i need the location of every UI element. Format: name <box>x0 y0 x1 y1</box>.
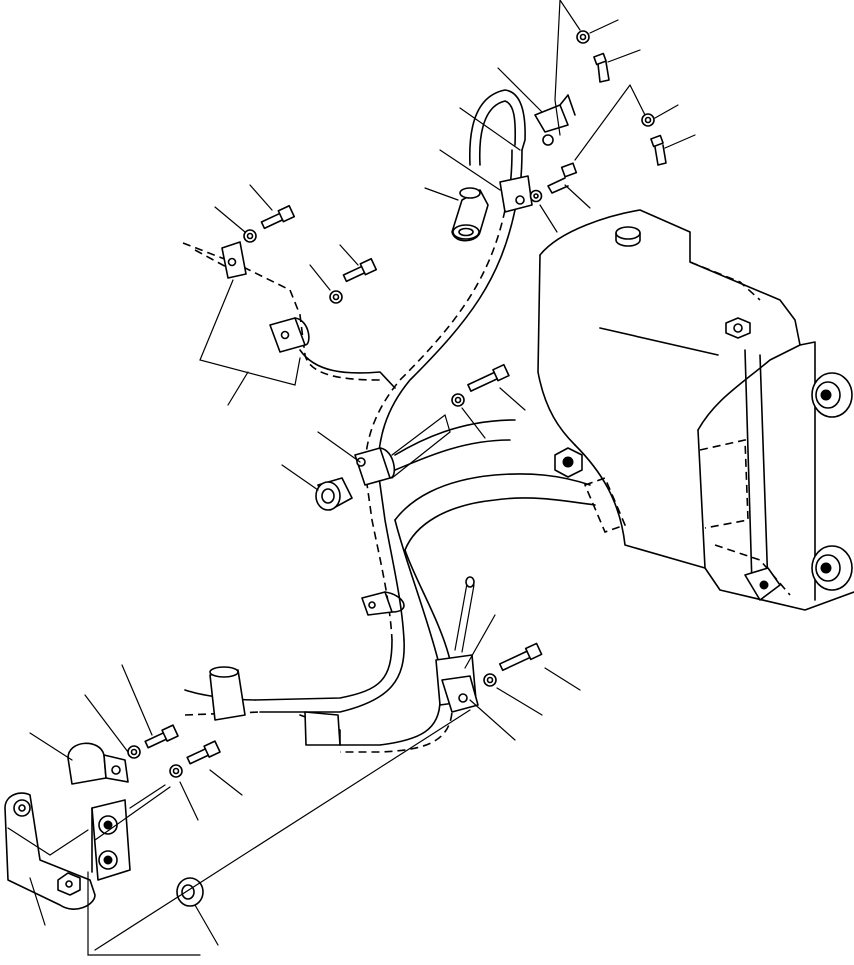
leader-line-short <box>94 786 171 841</box>
bracket-plate-middle <box>391 413 451 479</box>
elbow-fitting <box>451 187 489 242</box>
callout-leaders <box>29 0 696 946</box>
hose-sleeve-middle <box>304 711 341 746</box>
clamp-lower-hose <box>435 654 479 713</box>
bolt-middle <box>451 363 510 407</box>
bracket-lower-right <box>744 567 781 601</box>
clamp-mid-left <box>269 317 310 353</box>
filler-cap <box>615 226 641 240</box>
bolt-a <box>593 52 610 83</box>
spacer-sleeve <box>315 477 353 511</box>
clamp-lower-left <box>67 742 129 785</box>
bolts-upper-left <box>243 204 378 304</box>
upper-left-hose-route <box>182 241 396 406</box>
bolt-b <box>650 134 667 166</box>
tank-mount-bolt <box>554 447 583 478</box>
lower-left-bracket <box>4 784 166 910</box>
leader-line-long <box>94 709 471 951</box>
rubber-mount-lower <box>811 545 853 591</box>
clamp-middle <box>354 447 396 486</box>
tank-assembly <box>537 209 854 611</box>
rubber-mount-upper <box>811 372 853 418</box>
hose-sleeve-left <box>209 666 246 721</box>
bolt-c <box>547 162 578 194</box>
leader-bracket-bottom <box>87 871 201 956</box>
bolt-lower-right <box>483 642 543 687</box>
bolts-lower-left <box>127 724 221 778</box>
clamp-lower-middle <box>361 591 405 616</box>
bolt-top-right <box>529 30 667 203</box>
spacer-bottom <box>176 877 204 907</box>
main-hoses <box>184 209 596 753</box>
upper-clamp <box>499 94 576 213</box>
clamp-upper-left <box>221 241 247 279</box>
hose-bracket-dashed <box>583 476 627 534</box>
